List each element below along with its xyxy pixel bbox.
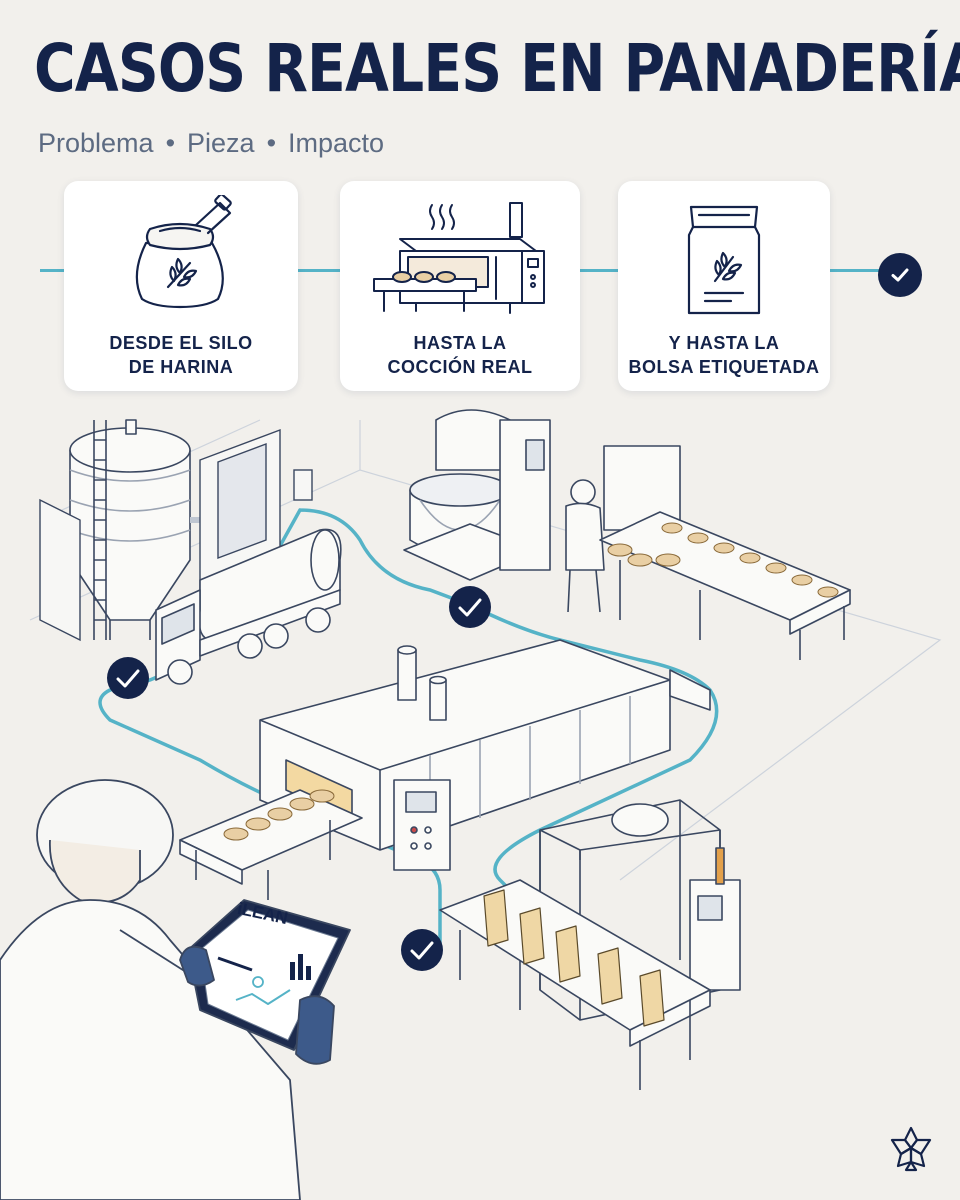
tanker-truck (155, 528, 342, 685)
labeled-bag-icon (687, 205, 761, 315)
step-connector (40, 269, 66, 272)
shaping-conveyor (599, 445, 851, 660)
brand-logo-icon (890, 1126, 932, 1172)
step-label-line1: HASTA LA (413, 333, 507, 353)
step-card-bag: Y HASTA LA BOLSA ETIQUETADA (618, 181, 830, 391)
step-connector (298, 269, 342, 272)
operator-with-tablet (0, 779, 351, 1200)
page-title: CASOS REALES EN PANADERÍA (34, 30, 960, 107)
worker-figure (565, 479, 605, 613)
step-label: DESDE EL SILO DE HARINA (64, 331, 298, 379)
check-badge (878, 253, 922, 297)
step-label: Y HASTA LA BOLSA ETIQUETADA (618, 331, 830, 379)
subtitle-separator: • (266, 128, 277, 158)
step-connector (580, 269, 618, 272)
flour-silo (69, 419, 228, 640)
warehouse-wall (39, 428, 313, 642)
step-label: HASTA LA COCCIÓN REAL (340, 331, 580, 379)
step-label-line1: Y HASTA LA (668, 333, 780, 353)
dough-mixer (403, 409, 551, 581)
step-label-line2: DE HARINA (128, 357, 234, 377)
step-label-line2: COCCIÓN REAL (387, 357, 533, 377)
subtitle-pieza: Pieza (187, 128, 255, 158)
checkpoint-badges (107, 586, 491, 971)
oven-icon (373, 202, 545, 314)
subtitle-impacto: Impacto (288, 128, 385, 158)
subtitle-separator: • (165, 128, 176, 158)
step-card-silo: DESDE EL SILO DE HARINA (64, 181, 298, 391)
step-label-line2: BOLSA ETIQUETADA (628, 357, 820, 377)
check-icon (891, 268, 909, 282)
flour-sack-icon (135, 195, 232, 309)
bakery-production-line-illustration (0, 409, 942, 1200)
step-label-line1: DESDE EL SILO (109, 333, 253, 353)
step-card-oven: HASTA LA COCCIÓN REAL (340, 181, 580, 391)
subtitle-problema: Problema (38, 128, 154, 158)
packaging-machine (439, 799, 741, 1090)
step-connector (830, 269, 880, 272)
page-subtitle: Problema • Pieza • Impacto (38, 128, 384, 159)
tunnel-oven (179, 639, 711, 900)
